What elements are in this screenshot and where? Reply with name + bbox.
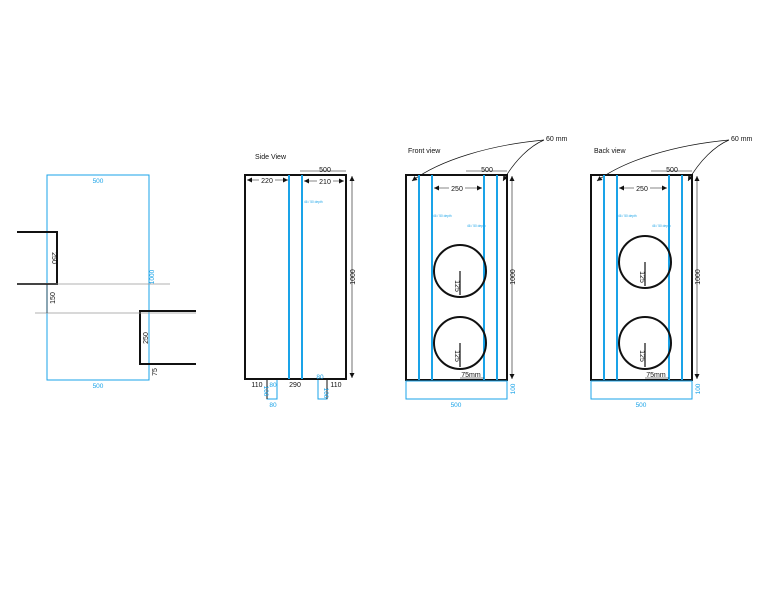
plan-view: 500 500 1000 250 150 250 75 (17, 174, 196, 390)
plan-gap-label: 150 (50, 292, 57, 304)
back-height-label: 1000 (695, 269, 702, 285)
side-view: Side View 500 220 210 1000 46 / 50 depth… (244, 154, 357, 409)
plan-lower-opening (139, 310, 196, 365)
plan-opening-bottom-label: 250 (143, 332, 150, 344)
side-view-title: Side View (255, 154, 287, 161)
front-hole-top (433, 244, 487, 298)
plan-opening-top-label: 250 (50, 252, 57, 264)
side-height-label: 1000 (350, 269, 357, 285)
front-depth-note-left: 46 / 50 depth (433, 214, 452, 218)
front-hole-offset-label: 75mm (461, 372, 481, 379)
front-outline (405, 174, 508, 381)
front-hole-top-label: 125 (453, 280, 460, 292)
front-hole-bottom (433, 316, 487, 370)
back-base-height-label: 100 (695, 383, 702, 394)
side-width-label: 500 (319, 167, 331, 174)
side-bottom-label-d: 80 (316, 374, 324, 381)
front-inner-width-label: 250 (451, 186, 463, 193)
front-base (405, 380, 508, 400)
front-callout-label: 60 mm (546, 136, 568, 143)
plan-bottom-offset-label: 75 (152, 368, 159, 376)
side-foot-right-depth: 100 (322, 388, 329, 399)
front-view-title: Front view (408, 148, 441, 155)
plan-height-label: 1000 (149, 269, 156, 284)
back-hole-bottom-label: 125 (638, 350, 645, 362)
side-left-section-label: 220 (261, 178, 273, 185)
side-bottom-label-e: 110 (330, 382, 341, 389)
back-hole-top-label: 125 (638, 271, 645, 283)
back-hole-offset-label: 75mm (646, 372, 666, 379)
back-hole-top (618, 235, 672, 289)
back-callout-arc-right (687, 139, 730, 182)
plan-outline (46, 174, 150, 381)
back-hole-bottom (618, 316, 672, 370)
back-base (590, 380, 693, 400)
side-foot-left-depth: 100 (262, 386, 269, 397)
front-view: Front view 60 mm 500 250 1000 46 / 50 de… (405, 136, 568, 409)
back-view-title: Back view (594, 148, 626, 155)
plan-top-width-label: 500 (93, 178, 104, 185)
back-width-label: 500 (666, 167, 678, 174)
side-bottom-label-c: 290 (289, 382, 301, 389)
side-bottom-label-a: 110 (251, 382, 262, 389)
back-depth-note-right: 46 / 50 depth (652, 224, 671, 228)
side-foot-width-label: 80 (269, 402, 277, 409)
side-bottom-label-b: 80 (269, 382, 277, 389)
side-right-section-label: 210 (319, 179, 331, 186)
front-width-label: 500 (481, 167, 493, 174)
back-view: Back view 60 mm 500 250 1000 46 / 50 dep… (590, 136, 753, 409)
front-base-width-label: 500 (451, 402, 462, 409)
plan-bottom-width-label: 500 (93, 383, 104, 390)
back-base-width-label: 500 (636, 402, 647, 409)
back-inner-width-label: 250 (636, 186, 648, 193)
front-height-label: 1000 (510, 269, 517, 285)
front-hole-bottom-label: 125 (453, 350, 460, 362)
side-outline (244, 174, 347, 380)
front-callout-arc-right (502, 139, 545, 182)
back-callout-label: 60 mm (731, 136, 753, 143)
side-depth-note: 46 / 50 depth (304, 200, 323, 204)
front-base-height-label: 100 (510, 383, 517, 394)
back-outline (590, 174, 693, 381)
back-depth-note-left: 46 / 50 depth (618, 214, 637, 218)
front-depth-note-right: 46 / 50 depth (467, 224, 486, 228)
